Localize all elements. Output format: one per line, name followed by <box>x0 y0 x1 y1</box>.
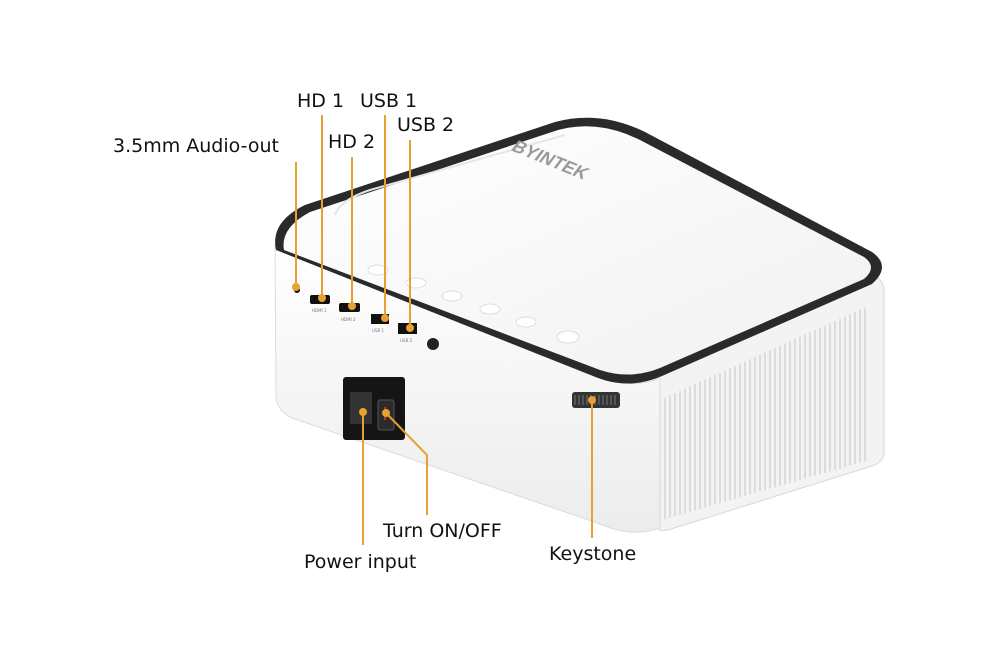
leader-dot <box>382 409 390 417</box>
leader-lines <box>292 115 596 545</box>
leader-dot <box>348 302 356 310</box>
port-mark: USB 2 <box>400 338 412 343</box>
label-power-input: Power input <box>304 551 417 573</box>
leader-dot <box>292 283 300 291</box>
button[interactable] <box>441 290 463 302</box>
button[interactable] <box>515 316 537 328</box>
label-keystone: Keystone <box>549 543 637 565</box>
button[interactable] <box>479 303 501 315</box>
projector-top-surface <box>283 126 871 375</box>
leader-dot <box>359 408 367 416</box>
leader-dot <box>381 314 389 322</box>
label-hd1: HD 1 <box>297 90 345 112</box>
port-mark: HDMI 2 <box>341 317 356 322</box>
power-input-socket[interactable] <box>350 392 372 424</box>
label-usb1: USB 1 <box>360 90 418 112</box>
port-mark: USB 1 <box>372 328 384 333</box>
label-power-switch: Turn ON/OFF <box>383 520 502 542</box>
leader-dot <box>588 396 596 404</box>
leader-dot <box>406 324 414 332</box>
label-audio-out: 3.5mm Audio-out <box>113 135 279 157</box>
leader-dot <box>318 294 326 302</box>
label-hd2: HD 2 <box>328 131 376 153</box>
button[interactable] <box>367 264 389 276</box>
label-usb2: USB 2 <box>397 114 455 136</box>
port-mark: HDMI 1 <box>312 308 327 313</box>
power-button[interactable] <box>556 330 580 344</box>
ir-sensor <box>427 338 439 350</box>
leader-power-switch <box>385 412 428 515</box>
usb1-port[interactable] <box>371 314 389 324</box>
